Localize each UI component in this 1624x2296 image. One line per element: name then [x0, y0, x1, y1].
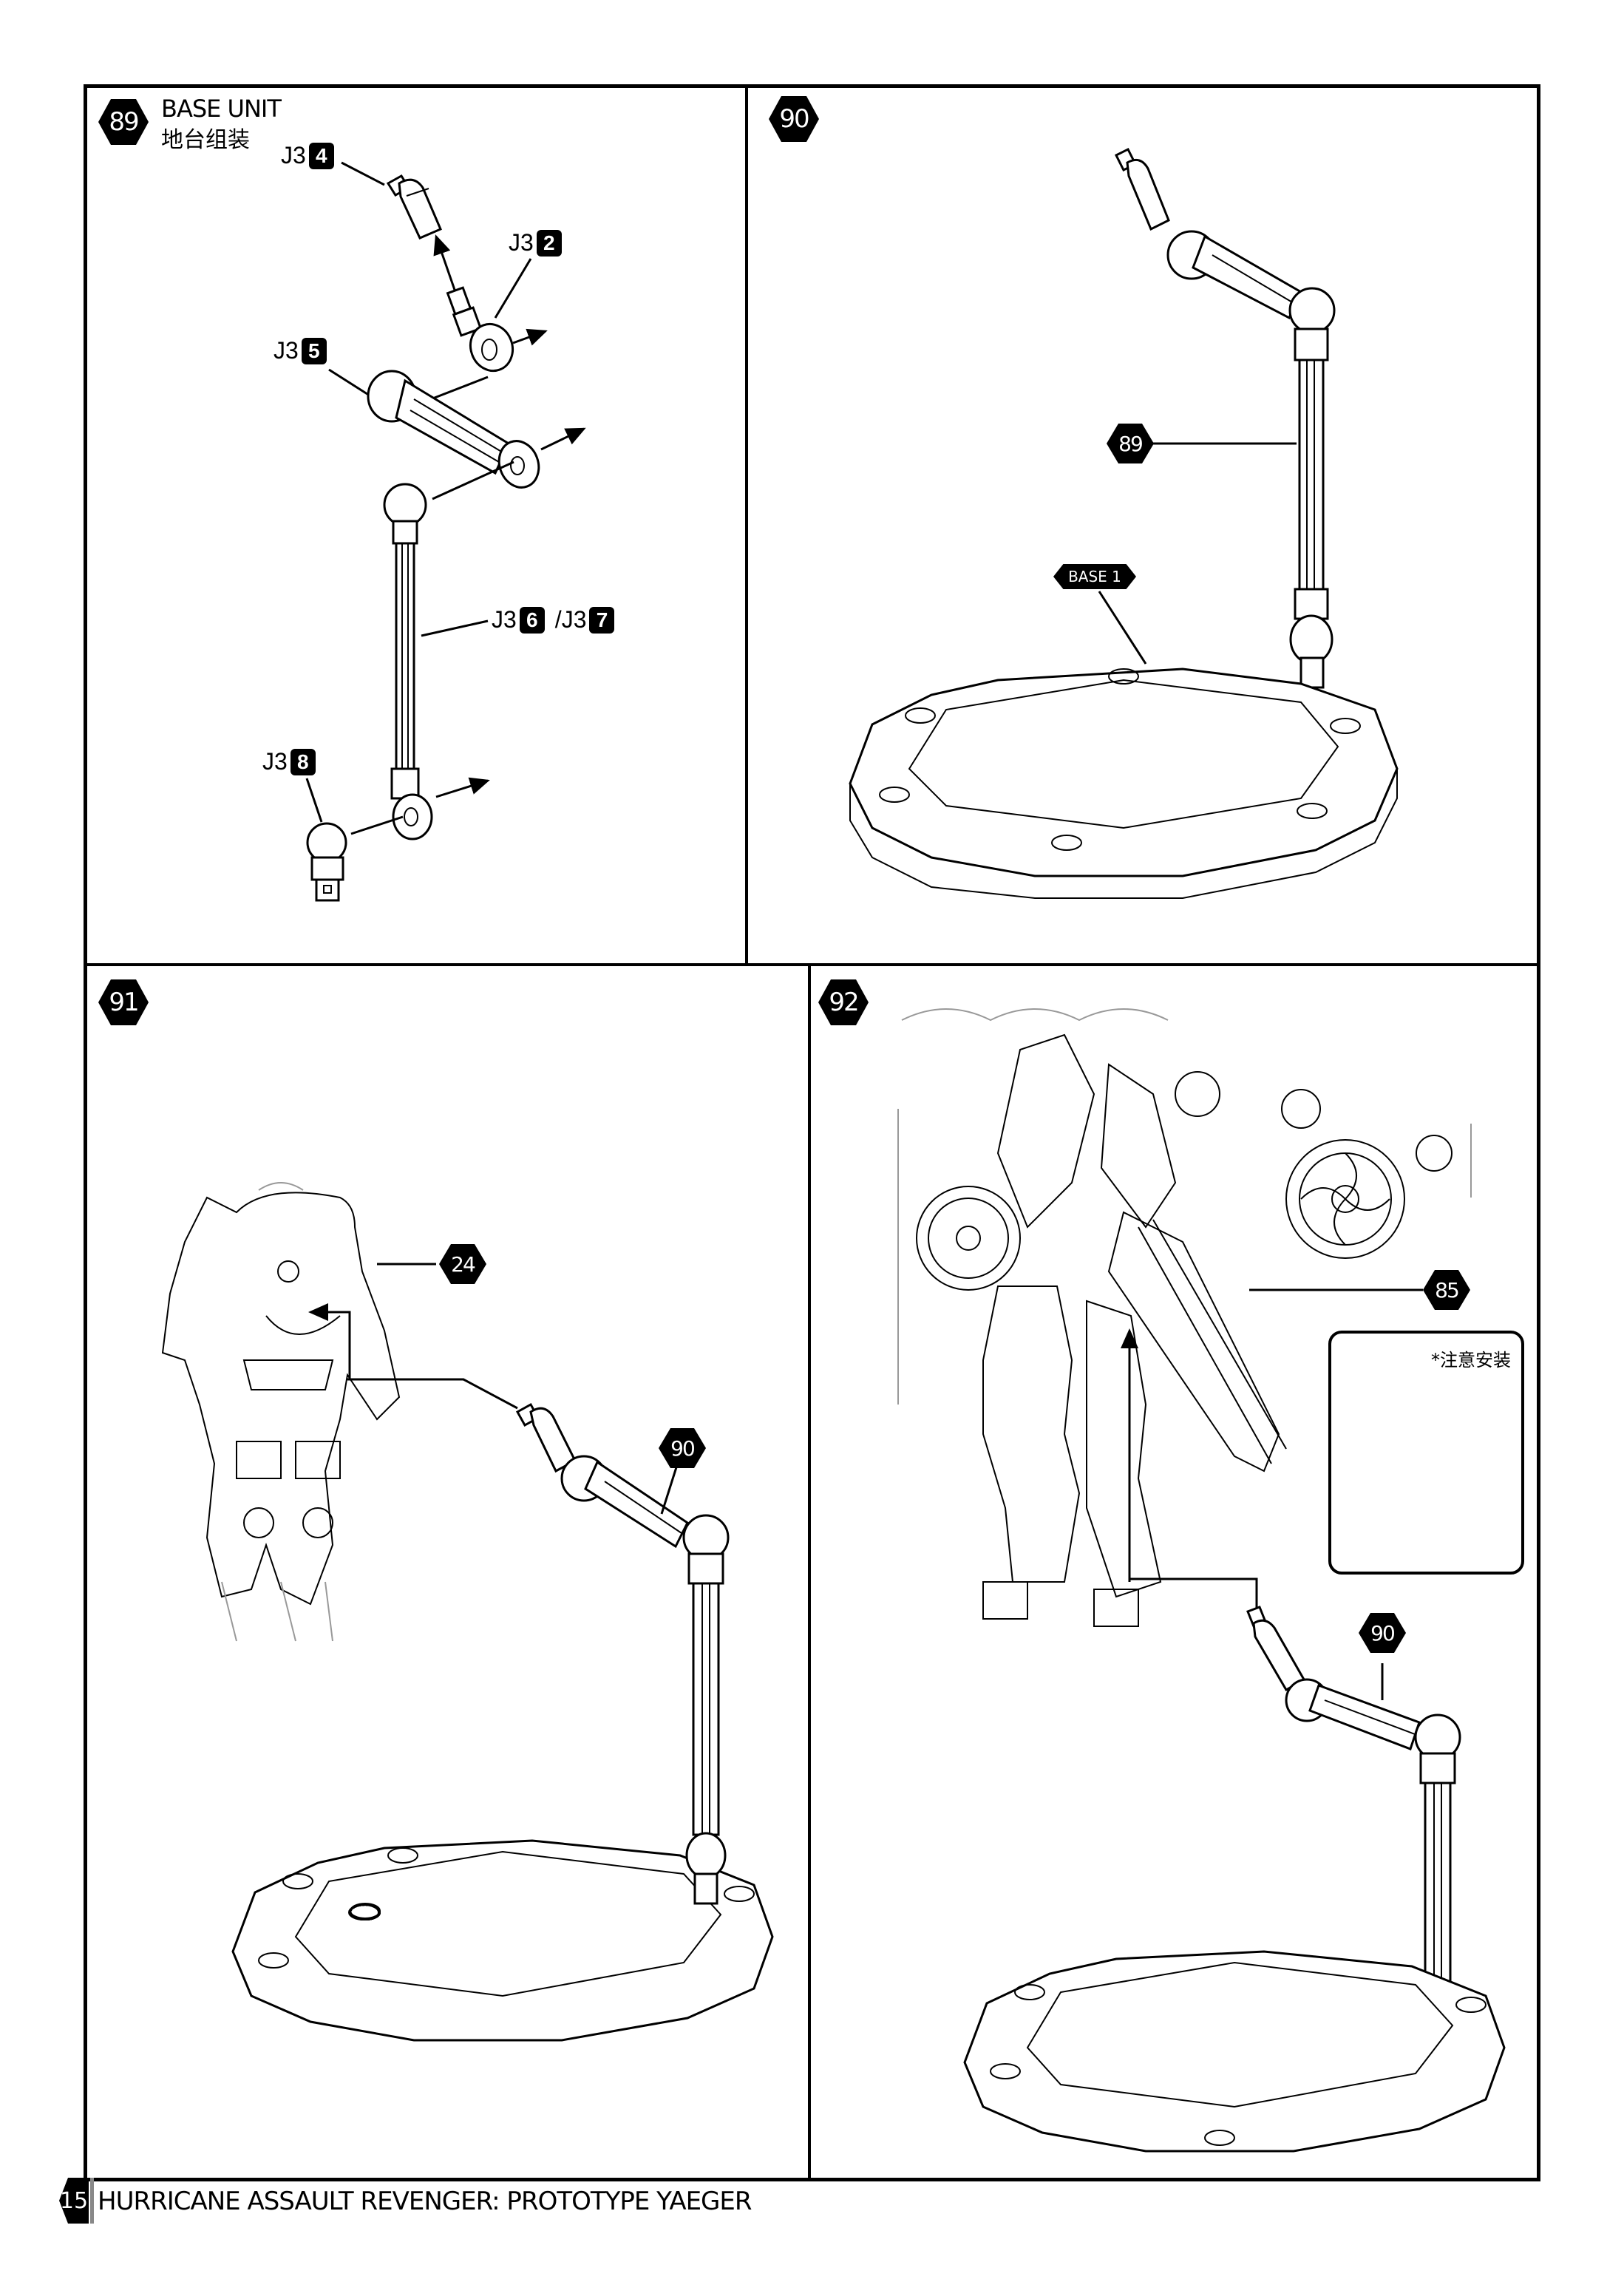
step-title-en: BASE UNIT — [161, 95, 282, 123]
panel-divider-middle — [84, 963, 1540, 966]
step-badge-90: 90 — [769, 96, 819, 142]
hexagonal-base-91 — [231, 1839, 774, 2042]
assembly-arrow — [435, 777, 490, 798]
part-j3-2-connector — [446, 258, 532, 373]
footer-product-title: HURRICANE ASSAULT REVENGER: PROTOTYPE YA… — [98, 2187, 752, 2216]
part-j3-5-arm — [328, 368, 540, 489]
part-label-j3-2: J3 2 — [509, 229, 562, 257]
runner-code: J3 — [274, 337, 299, 364]
callout-badge-24: 24 — [439, 1244, 486, 1284]
part-number: 4 — [308, 142, 334, 169]
assembly-arrow — [512, 328, 548, 346]
part-j3-8-ball-joint — [305, 778, 404, 902]
assembly-arrow — [308, 1303, 351, 1379]
footer-divider — [90, 2178, 94, 2224]
installation-note-text: *注意安装 — [1431, 1350, 1511, 1371]
part-label-j3-5: J3 5 — [274, 337, 327, 364]
part-number: 2 — [536, 229, 562, 257]
panel-divider-top — [745, 84, 748, 966]
part-number-alt: 7 — [589, 606, 615, 634]
hexagonal-base-1 — [849, 668, 1399, 899]
part-label-j3-8: J3 8 — [262, 748, 316, 775]
part-label-j3-4: J3 4 — [281, 142, 334, 169]
runner-code: J3 — [492, 606, 517, 633]
step-badge-92: 92 — [818, 979, 869, 1025]
hexagonal-base-92 — [963, 1950, 1506, 2153]
step-badge-91: 91 — [98, 979, 149, 1025]
panel-divider-bottom — [808, 965, 811, 2181]
runner-code: J3 — [509, 229, 534, 256]
part-j3-4-adapter — [341, 161, 442, 240]
installation-note-box: *注意安装 — [1328, 1331, 1524, 1575]
page-frame — [84, 84, 1540, 2181]
assembly-arrow — [540, 427, 586, 451]
base-tag-leader — [1098, 591, 1147, 665]
connector-leader — [1128, 1577, 1258, 1611]
assembly-arrow — [433, 234, 456, 291]
part-number: 6 — [519, 606, 545, 634]
stand-arm-91 — [515, 1402, 730, 1836]
connector-leader — [347, 1378, 518, 1410]
runner-code-alt: /J3 — [554, 606, 587, 633]
part-number: 8 — [290, 748, 316, 775]
runner-code: J3 — [262, 748, 288, 775]
step-title-zh: 地台组装 — [161, 127, 250, 153]
runner-code: J3 — [281, 142, 306, 169]
part-j3-6-pole — [383, 461, 514, 840]
robot-figure-back-view — [161, 1182, 401, 1642]
stand-joint-91 — [685, 1832, 727, 1905]
callout-badge-90: 90 — [659, 1428, 706, 1468]
part-label-j3-6-j3-7: J3 6 /J3 7 — [492, 606, 615, 634]
assembled-stand-arm — [1114, 147, 1336, 689]
part-number: 5 — [301, 337, 327, 364]
base-part-tag: BASE 1 — [1053, 564, 1136, 589]
